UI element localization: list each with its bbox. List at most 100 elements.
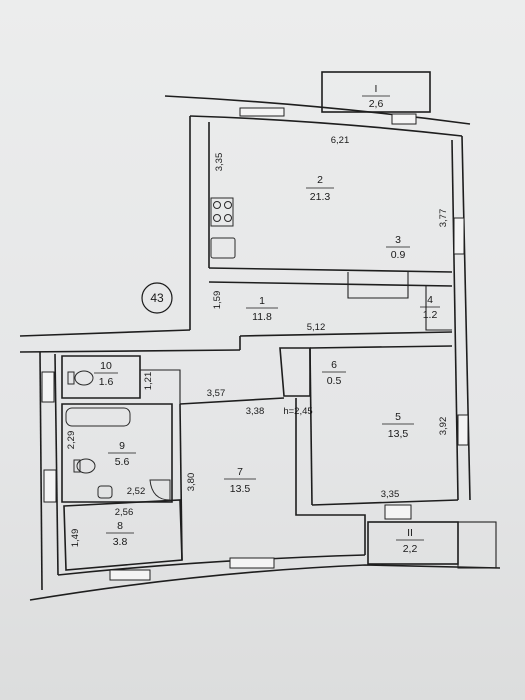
room-8-area: 3.8 xyxy=(113,536,128,548)
window-right-1 xyxy=(453,217,465,255)
toilet-tank-icon xyxy=(73,459,81,473)
window-left-2 xyxy=(43,469,57,503)
room5-top-wall xyxy=(309,345,453,349)
room-II-area: 2,2 xyxy=(403,543,418,555)
room-7-number: 7 xyxy=(237,466,243,478)
top-wall-inner xyxy=(189,115,463,137)
dim-room7-width: 3,38 xyxy=(246,406,265,417)
hall-bottom-wall xyxy=(239,331,453,337)
outer-walls xyxy=(19,95,501,601)
dimension-labels: 6,21 3,35 3,77 1,59 5,12 1,21 3,57 3,38 … xyxy=(66,135,449,547)
ceiling-height-note: h=2,45 xyxy=(283,406,312,417)
room-2-area: 21.3 xyxy=(310,191,331,203)
balcony-II-side xyxy=(457,521,497,569)
dim-bath-depth: 2,29 xyxy=(66,431,77,450)
room-3-area: 0.9 xyxy=(391,249,406,261)
room-9-number: 9 xyxy=(119,440,125,452)
room-8-number: 8 xyxy=(117,520,123,532)
window-room8 xyxy=(109,569,151,581)
right-wall-inner xyxy=(451,139,459,501)
stub-wall-bottom xyxy=(19,349,241,353)
room-4-area: 1.2 xyxy=(423,309,438,321)
window-kitchen-1 xyxy=(239,107,285,117)
dim-corridor-width: 3,57 xyxy=(207,388,226,399)
room10-walls xyxy=(61,355,141,399)
right-wall-outer xyxy=(461,135,471,501)
room5-left-wall xyxy=(309,347,313,506)
window-left-1 xyxy=(41,371,55,403)
room-1-number: 1 xyxy=(259,295,265,307)
dim-corridor-depth: 1,21 xyxy=(143,372,154,391)
room-6-area: 0.5 xyxy=(327,375,342,387)
shower-tray-icon xyxy=(149,479,171,501)
toilet-icon xyxy=(74,370,94,386)
dim-hall-width: 5,12 xyxy=(307,322,326,333)
interior-walls xyxy=(61,267,459,571)
room-2-number: 2 xyxy=(317,174,323,186)
room-labels: 2 21.3 I 2,6 3 0.9 4 1.2 1 11.8 6 0.5 5 … xyxy=(94,83,440,555)
bottom-wall-outer xyxy=(29,564,501,601)
room-I-area: 2,6 xyxy=(369,98,384,110)
dim-room8-depth: 1,49 xyxy=(70,529,81,548)
bottom-wall-inner xyxy=(57,554,366,576)
corridor-wall xyxy=(140,369,181,404)
dim-room7-depth: 3,80 xyxy=(186,473,197,492)
dim-room8-width: 2,56 xyxy=(115,507,134,518)
left-lower-wall-inner xyxy=(54,353,59,576)
fixtures xyxy=(65,197,236,501)
dim-hall-depth: 1,59 xyxy=(212,291,223,310)
room-5-area: 13,5 xyxy=(388,428,409,440)
dim-room5-width: 3,35 xyxy=(381,489,400,500)
room-I-number: I xyxy=(375,83,378,95)
stove-burner-icon xyxy=(224,201,232,209)
balconies xyxy=(321,71,497,569)
stove-burner-icon xyxy=(224,214,232,222)
closet-3-wall xyxy=(347,272,409,299)
room-II-number: II xyxy=(407,527,413,539)
windows xyxy=(41,107,469,581)
room-10-area: 1.6 xyxy=(99,376,114,388)
dim-right-upper: 3,77 xyxy=(438,209,449,228)
room-10-number: 10 xyxy=(100,360,112,372)
building-number-circle xyxy=(141,282,173,314)
dim-kitchen-depth: 3,35 xyxy=(214,153,225,172)
window-right-2 xyxy=(457,414,469,446)
bathtub-icon xyxy=(65,407,131,427)
room-1-area: 11.8 xyxy=(252,311,272,323)
toilet-tank-icon xyxy=(67,371,75,385)
balcony-I xyxy=(321,71,431,113)
room-5-number: 5 xyxy=(395,411,401,423)
room7-right-wall xyxy=(295,398,366,555)
room9-walls xyxy=(61,403,173,503)
room-4-number: 4 xyxy=(427,294,433,306)
window-room7 xyxy=(229,557,275,569)
building-number: 43 xyxy=(150,291,164,305)
closet-6-wall xyxy=(279,347,311,397)
room8-walls xyxy=(63,499,183,571)
top-wall-outer xyxy=(164,95,471,125)
room7-top-wall xyxy=(179,397,285,405)
room-9-area: 5.6 xyxy=(115,456,130,468)
kitchen-sink-icon xyxy=(210,237,236,259)
room-7-area: 13.5 xyxy=(230,483,251,495)
window-balcony-II xyxy=(384,504,412,520)
stove-burner-icon xyxy=(213,214,221,222)
stub-wall-top xyxy=(19,329,191,337)
stove-icon xyxy=(210,197,234,227)
room-6-number: 6 xyxy=(331,359,337,371)
dim-bath-width: 2,52 xyxy=(127,486,146,497)
hall-top-wall xyxy=(208,281,453,287)
dim-room5-depth: 3,92 xyxy=(438,417,449,436)
stove-burner-icon xyxy=(213,201,221,209)
dim-kitchen-width: 6,21 xyxy=(331,135,350,146)
room-3-number: 3 xyxy=(395,234,401,246)
room5-bottom-wall xyxy=(311,499,459,506)
left-lower-wall-outer xyxy=(39,351,43,591)
washbasin-icon xyxy=(97,485,113,499)
window-kitchen-2 xyxy=(391,113,417,125)
closet-4-wall xyxy=(425,286,452,331)
toilet-icon xyxy=(76,458,96,474)
kitchen-bottom-wall xyxy=(208,267,453,273)
